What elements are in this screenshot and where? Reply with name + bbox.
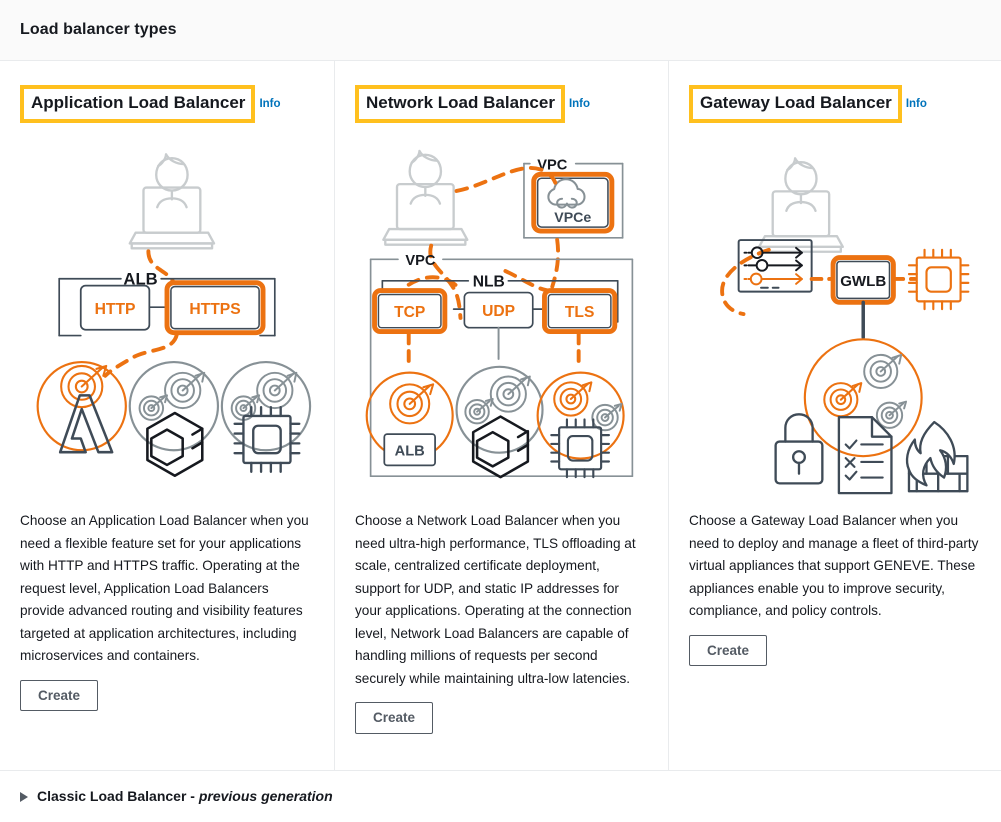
diagram-alb: ALB HTTP HTTPS [20,130,314,510]
nlb-vpc-label: VPC [405,253,436,269]
footer: Classic Load Balancer - previous generat… [0,770,1001,821]
vpce-vpc-container [523,162,624,239]
lb-type-name-alb[interactable]: Application Load Balancer [20,85,256,123]
card-header: Gateway Load Balancer Info [689,84,981,124]
gwlb-box: GWLB [830,255,896,305]
lambda-icon [58,394,114,454]
chevron-right-icon [20,791,28,802]
container-icon [471,415,530,479]
svg-text:TLS: TLS [565,304,594,321]
target-group-icon [230,371,298,421]
target-group-container [455,365,544,479]
card-network-load-balancer[interactable]: Network Load Balancer Info [334,61,668,770]
info-link-nlb[interactable]: Info [568,98,591,110]
target-group-icon [138,371,206,421]
target-group-icon [464,375,531,425]
lb-type-name-gwlb[interactable]: Gateway Load Balancer [689,85,902,123]
target-group-icon-selected [823,382,863,418]
load-balancer-type-columns: Application Load Balancer Info [0,61,1001,770]
target-group-icon [389,383,435,425]
alb-label: ALB [123,270,157,289]
lb-type-name-nlb[interactable]: Network Load Balancer [355,85,565,123]
instance-icon [907,248,970,311]
expander-label-text: Classic Load Balancer - [37,788,199,804]
listener-udp: UDP [463,291,534,329]
diagram-gwlb: GWLB [689,130,981,510]
traffic-paths [406,166,561,320]
route-table-icon [737,239,813,293]
nlb-architecture-illustration: VPC VPCe [365,149,634,479]
create-button-nlb[interactable]: Create [355,702,434,734]
card-gateway-load-balancer[interactable]: Gateway Load Balancer Info [668,61,1001,770]
description-gwlb: Choose a Gateway Load Balancer when you … [689,513,979,618]
gwlb-label: GWLB [840,273,886,290]
target-group-container [128,360,220,477]
create-button-alb[interactable]: Create [20,679,99,711]
target-group-instance [220,360,312,473]
nlb-label: NLB [473,274,505,291]
card-header: Network Load Balancer Info [355,84,648,124]
create-button-gwlb[interactable]: Create [689,634,768,666]
svg-text:HTTP: HTTP [95,301,136,318]
vpc-endpoint-box: VPCe [531,171,615,234]
diagram-nlb: VPC VPCe [355,130,648,510]
vpc-endpoint-cloud-icon [547,178,586,209]
compliance-doc-icon [837,416,893,495]
target-group-lambda [36,360,127,454]
classic-load-balancer-expander[interactable]: Classic Load Balancer - previous generat… [20,788,333,804]
svg-text:UDP: UDP [482,303,515,320]
listener-https-selected: HTTPS [164,280,266,336]
lock-icon [774,413,824,485]
description-nlb: Choose a Network Load Balancer when you … [355,513,636,686]
traffic-path-to-target [103,332,179,378]
target-group-alb: ALB [365,371,454,467]
svg-text:TCP: TCP [394,304,425,321]
instance-icon [550,418,611,479]
target-group-icon [863,353,908,429]
page-title: Load balancer types [20,21,177,38]
user-laptop-icon [757,157,844,253]
description-alb: Choose an Application Load Balancer when… [20,513,309,663]
svg-text:HTTPS: HTTPS [189,301,240,318]
card-header: Application Load Balancer Info [20,84,314,124]
vpce-vpc-label: VPC [537,157,568,173]
user-laptop-icon [382,149,469,246]
panel-header: Load balancer types [0,0,1001,61]
alb-target-box [383,433,436,467]
target-group-icon [591,402,623,432]
alb-target-label: ALB [395,444,425,460]
alb-container [58,277,276,337]
target-group-icon-selected [553,381,593,417]
user-laptop-icon [128,153,216,250]
instance-icon [233,405,301,473]
expander-label-italic: previous generation [198,788,333,804]
info-link-gwlb[interactable]: Info [905,98,927,110]
gwlb-architecture-illustration: GWLB [720,157,970,495]
vpce-label: VPCe [554,210,591,226]
target-group-instance [536,371,625,479]
traffic-path-ingress [720,247,771,316]
listener-tls-selected: TLS [542,288,618,335]
card-application-load-balancer[interactable]: Application Load Balancer Info [0,61,334,770]
expander-label: Classic Load Balancer - previous generat… [37,788,333,804]
firewall-icon [905,420,969,493]
info-link-alb[interactable]: Info [259,98,281,110]
listener-http: HTTP [79,284,151,331]
target-group-appliances [803,338,923,458]
target-group-icon [60,364,108,409]
container-icon [146,411,204,477]
listener-tcp-selected: TCP [372,288,448,335]
alb-architecture-illustration: ALB HTTP HTTPS [36,153,312,477]
